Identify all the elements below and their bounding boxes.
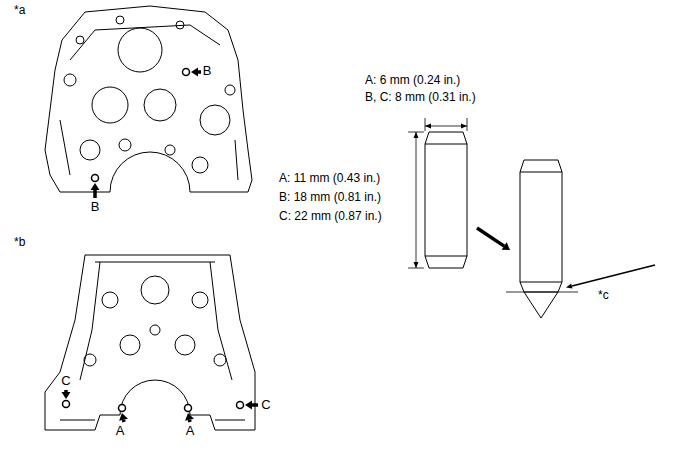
reference-line <box>506 292 578 293</box>
case-bore <box>92 87 128 123</box>
callout-letter: A <box>186 424 195 439</box>
block-bore <box>102 292 118 308</box>
pointer-arrowhead <box>185 413 194 421</box>
leader-line <box>572 265 655 286</box>
case-bore <box>165 145 175 155</box>
pin-hole <box>183 69 190 76</box>
pointer-arrow <box>188 420 192 422</box>
dimension-text: B, C: 8 mm (0.31 in.) <box>365 91 476 105</box>
pointer-arrow <box>198 70 201 74</box>
timing-case-outline <box>45 6 252 192</box>
case-bore <box>225 85 235 95</box>
dimension-arrowhead <box>461 124 467 129</box>
block-bore <box>214 354 226 366</box>
pointer-arrow <box>477 228 504 246</box>
case-bore <box>118 28 162 72</box>
dimension-arrowhead <box>566 284 572 289</box>
case-bore <box>192 157 208 173</box>
pointer-arrowhead <box>119 413 128 421</box>
case-bore <box>80 140 100 160</box>
pointer-arrow <box>64 390 68 392</box>
case-bore <box>64 74 76 86</box>
knock-pin <box>520 160 562 318</box>
pointer-arrowhead <box>502 242 510 250</box>
dimension-text: C: 22 mm (0.87 in.) <box>279 210 382 224</box>
dimension-text: A: 11 mm (0.43 in.) <box>279 172 380 186</box>
block-outline <box>45 255 255 430</box>
block-rib <box>60 262 245 420</box>
view-label: *c <box>598 289 609 303</box>
pin-hole <box>185 405 192 412</box>
dimension-line <box>408 118 467 268</box>
knock-pin <box>425 132 467 268</box>
view-label: *b <box>14 236 25 250</box>
case-bore <box>76 36 84 44</box>
block-bore <box>141 276 169 304</box>
pointer-arrowhead <box>191 68 198 77</box>
view-label: *a <box>14 4 25 18</box>
callout-letter: C <box>261 398 270 413</box>
case-bore <box>144 89 176 121</box>
pointer-arrowhead <box>91 183 100 190</box>
dimension-arrowhead <box>425 124 431 129</box>
case-bore <box>116 16 124 24</box>
pin-hole <box>92 175 99 182</box>
dimension-text: B: 18 mm (0.81 in.) <box>279 191 381 205</box>
block-bore <box>175 335 195 355</box>
callout-letter: C <box>61 374 70 389</box>
pointer-arrow <box>122 420 126 422</box>
case-bore <box>200 105 230 135</box>
case-bore <box>119 139 131 151</box>
block-bore <box>120 335 140 355</box>
pin-hole <box>63 401 70 408</box>
dimension-text: A: 6 mm (0.24 in.) <box>365 74 460 88</box>
block-bore <box>192 292 208 308</box>
pin-hole <box>119 405 126 412</box>
block-bore <box>150 325 160 335</box>
pointer-arrow <box>252 403 258 407</box>
pin-hole <box>237 402 244 409</box>
pointer-arrow <box>93 190 97 198</box>
callout-letter: A <box>116 424 125 439</box>
callout-letter: B <box>203 64 212 79</box>
pointer-arrowhead <box>62 392 71 399</box>
dimension-arrowhead <box>414 132 419 138</box>
case-rib <box>60 25 238 180</box>
pointer-arrowhead <box>245 401 252 410</box>
dimension-arrowhead <box>414 262 419 268</box>
callout-letter: B <box>91 200 100 215</box>
